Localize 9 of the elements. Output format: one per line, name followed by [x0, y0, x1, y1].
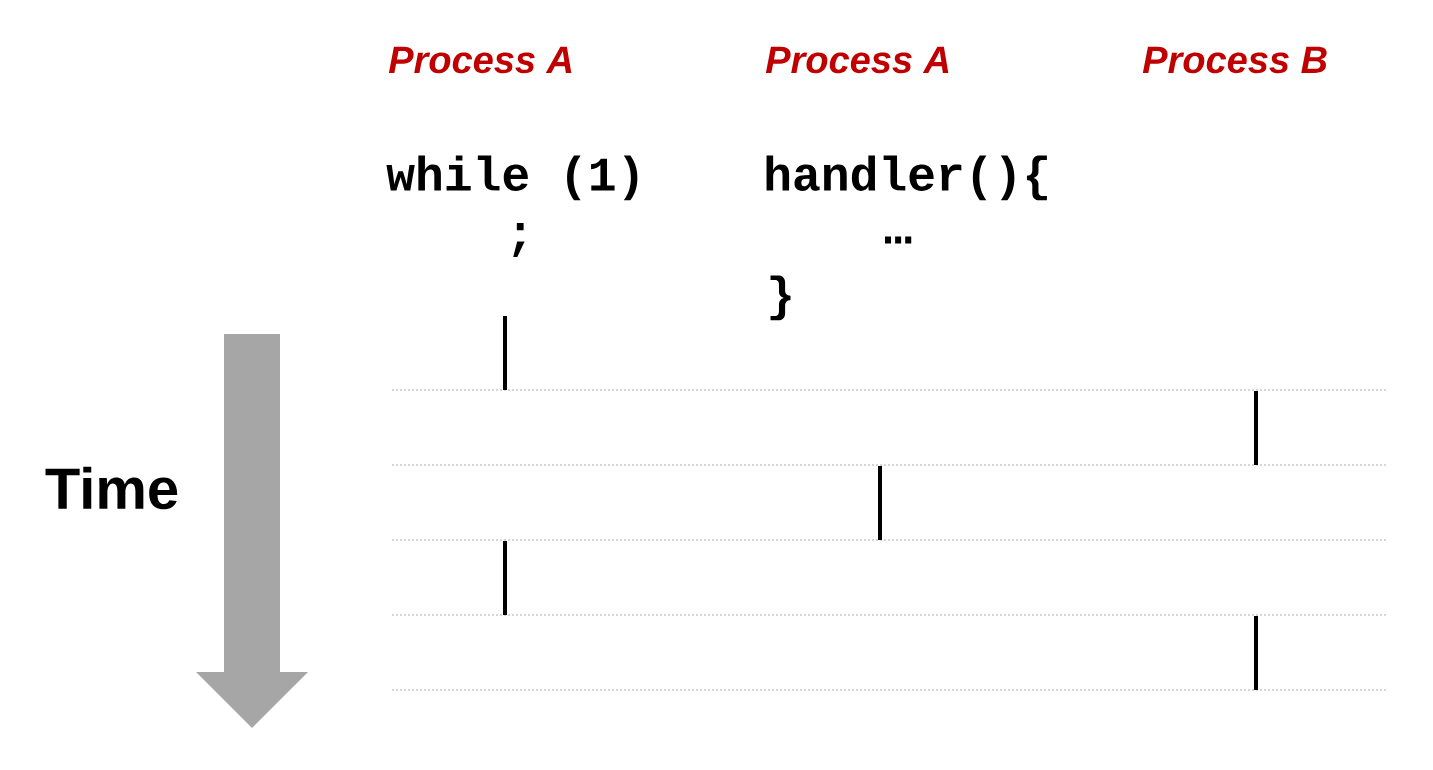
process-heading: Process A	[765, 46, 949, 74]
axis-label: Time	[45, 466, 178, 510]
code-line: …	[885, 236, 912, 244]
code-line: while (1)	[386, 155, 638, 201]
process-heading: Process B	[1142, 46, 1327, 74]
code-line: }	[770, 275, 791, 321]
code-line: ;	[513, 223, 525, 257]
code-line: handler(){	[766, 155, 1047, 201]
process-heading: Process A	[388, 46, 572, 74]
